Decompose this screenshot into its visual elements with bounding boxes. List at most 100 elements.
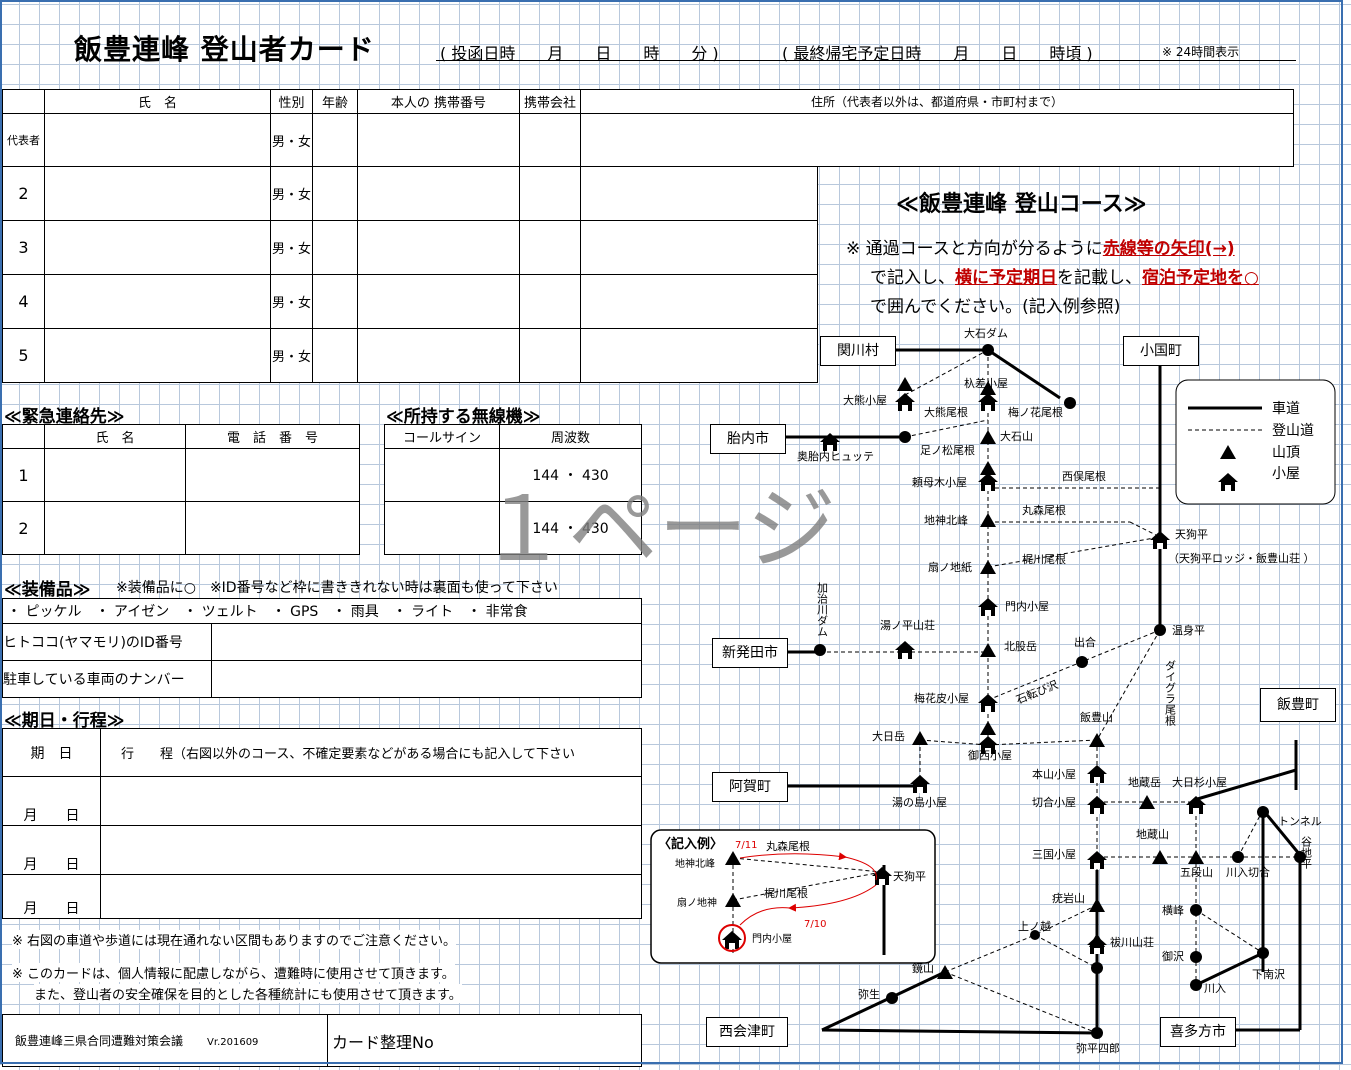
hitococo-input[interactable]: [211, 623, 642, 661]
carrier-input[interactable]: [519, 328, 581, 383]
label-yayoi: 弥生: [858, 987, 880, 1001]
name-input[interactable]: [44, 166, 271, 221]
address-input[interactable]: [580, 113, 1294, 167]
car-number-input[interactable]: [211, 660, 642, 698]
col-carrier: 携帯会社: [519, 89, 581, 114]
return-datetime-field[interactable]: ( 最終帰宅予定日時 月 日 時頃 ): [782, 44, 1093, 63]
name-input[interactable]: [44, 220, 271, 275]
note-road: ※ 右図の車道や歩道には現在通れない区間もありますのでご注意ください。: [12, 930, 457, 949]
label-gosawa: 御沢: [1162, 949, 1184, 963]
label-tenguhira2: （天狗平ロッジ・飯豊山荘 ）: [1168, 551, 1315, 565]
label-oishiyama: 大石山: [1000, 429, 1033, 443]
town-iide: 飯豊町: [1260, 688, 1336, 722]
label-oishi-dam: 大石ダム: [964, 326, 1008, 340]
label-omuro: 御西小屋: [968, 748, 1012, 762]
sex-choice[interactable]: 男・女: [270, 113, 313, 167]
label-tunnel: トンネル: [1278, 815, 1322, 828]
sex-choice[interactable]: 男・女: [270, 328, 313, 383]
contact-no: 2: [2, 501, 45, 555]
example-tenguhira: 天狗平: [893, 870, 926, 883]
map-legend: 車道 登山道 山頂 小屋: [1175, 379, 1336, 505]
course-instruction: ※ 通過コースと方向が分るように赤線等の矢印(→) で記入し、横に予定期日を記載…: [846, 239, 1259, 317]
card-number-label[interactable]: カード整理No: [327, 1014, 642, 1067]
card-title: 飯豊連峰 登山者カード: [74, 33, 375, 66]
equipment-heading: ≪装備品≫: [4, 580, 91, 600]
town-oguni: 小国町: [1123, 336, 1199, 366]
age-input[interactable]: [312, 113, 358, 167]
town-tainai: 胎内市: [710, 424, 786, 454]
phone-input[interactable]: [357, 328, 520, 383]
col-phone: 本人の 携帯番号: [357, 89, 520, 114]
equipment-items[interactable]: ・ ピッケル ・ アイゼン ・ ツェルト ・ GPS ・ 雨具 ・ ライト ・ …: [2, 598, 642, 624]
date-input[interactable]: 月 日: [2, 825, 101, 875]
itinerary-input[interactable]: [100, 874, 642, 919]
phone-input[interactable]: [357, 113, 520, 167]
label-daigura: ダイグラ尾根: [1164, 660, 1177, 727]
contact-name-input[interactable]: [44, 501, 186, 555]
label-tenguhira: 天狗平: [1175, 528, 1208, 541]
address-input[interactable]: [580, 328, 818, 383]
example-marumori: 丸森尾根: [766, 839, 810, 853]
label-ishikorobi: 石転び沢: [1014, 677, 1060, 706]
label-ohinata: 大日岳: [872, 729, 905, 743]
town-aga: 阿賀町: [712, 772, 788, 802]
contact-phone-input[interactable]: [185, 448, 360, 502]
emergency-heading: ≪緊急連絡先≫: [4, 407, 125, 427]
car-label: 駐車している車両のナンバー: [2, 660, 212, 698]
label-ashinomatsu: 足ノ松尾根: [920, 443, 975, 457]
town-shibata: 新発田市: [712, 638, 788, 668]
post-datetime-field[interactable]: ( 投函日時 月 日 時 分 ): [440, 44, 719, 63]
example-box: 〈記入例〉 地神北峰 丸森尾根 天狗平 扇ノ地神 梶川尾根 門内小屋 7/11 …: [650, 829, 936, 964]
label-jizoyama: 地蔵山: [1136, 828, 1169, 841]
age-input[interactable]: [312, 328, 358, 383]
label-yorimoki: 頼母木小屋: [912, 476, 967, 489]
age-input[interactable]: [312, 166, 358, 221]
course-title: ≪飯豊連峰 登山コース≫: [896, 192, 1147, 217]
equipment-table: ・ ピッケル ・ アイゼン ・ ツェルト ・ GPS ・ 雨具 ・ ライト ・ …: [2, 598, 642, 698]
age-input[interactable]: [312, 220, 358, 275]
contact-name-input[interactable]: [44, 448, 186, 502]
carrier-input[interactable]: [519, 166, 581, 221]
schedule-table: 期 日行 程（右図以外のコース、不確定要素などがある場合にも記入して下さい 月 …: [2, 728, 642, 919]
callsign-input[interactable]: [384, 448, 500, 502]
col-itinerary: 行 程（右図以外のコース、不確定要素などがある場合にも記入して下さい: [100, 728, 642, 777]
legend-peak: 山頂: [1272, 445, 1300, 461]
town-kitakata: 喜多方市: [1160, 1017, 1236, 1047]
road-lines: [785, 348, 1302, 1035]
label-okuma: 大熊小屋: [843, 393, 887, 407]
col-age: 年齢: [312, 89, 358, 114]
name-input[interactable]: [44, 113, 271, 167]
label-nishimata: 西俣尾根: [1062, 469, 1106, 483]
label-kajikawa-dam: 加治川ダム: [816, 582, 829, 637]
col-callsign: コールサイン: [384, 424, 500, 449]
frequency-choice[interactable]: 144 ・ 430: [499, 501, 642, 555]
footer-table: 飯豊連峰三県合同遭難対策会議 Vr.201609 カード整理No: [2, 1014, 642, 1067]
radio-heading: ≪所持する無線機≫: [386, 407, 541, 427]
sex-choice[interactable]: 男・女: [270, 274, 313, 329]
page-watermark: １ページ: [478, 477, 836, 582]
title-underline: [436, 60, 1296, 61]
label-hyutte: 奥胎内ヒュッテ: [797, 449, 874, 463]
label-baikahi: 梅花皮小屋: [914, 691, 969, 705]
callsign-input[interactable]: [384, 501, 500, 555]
label-hagawa: 祓川山荘: [1110, 935, 1154, 949]
town-sekikawa: 関川村: [820, 336, 896, 366]
note-privacy: ※ このカードは、個人情報に配慮しながら、遭難時に使用させて頂きます。: [12, 963, 455, 982]
label-yunohira: 湯ノ平山荘: [880, 619, 935, 632]
legend-trail: 登山道: [1272, 423, 1314, 439]
contact-phone-input[interactable]: [185, 501, 360, 555]
contact-no: 1: [2, 448, 45, 502]
label-shimominami: 下南沢: [1252, 967, 1285, 981]
label-ahiru: 杁差小屋: [964, 376, 1008, 390]
example-monnai: 門内小屋: [752, 932, 792, 945]
frequency-choice[interactable]: 144 ・ 430: [499, 448, 642, 502]
name-input[interactable]: [44, 328, 271, 383]
label-ohisugi: 大日杉小屋: [1172, 775, 1227, 789]
label-yokomine: 横峰: [1162, 903, 1184, 917]
map-nodes: [814, 344, 1306, 1039]
label-tsuruyama: 鏡山: [912, 961, 934, 975]
carrier-input[interactable]: [519, 113, 581, 167]
sex-choice[interactable]: 男・女: [270, 220, 313, 275]
label-kiriai: 切合小屋: [1032, 795, 1076, 809]
